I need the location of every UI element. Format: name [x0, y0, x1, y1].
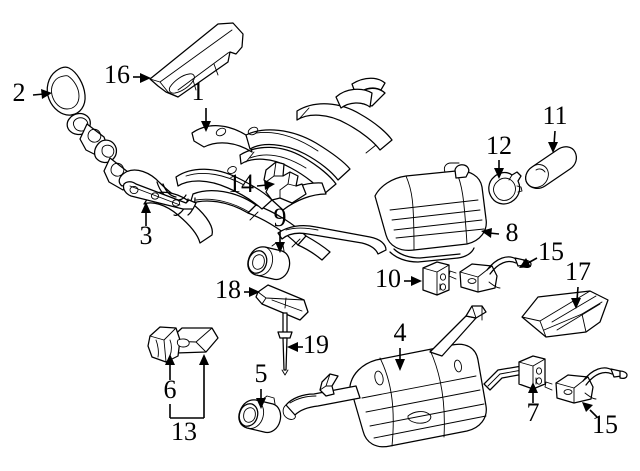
part-lower-heat-shield	[255, 284, 309, 321]
callout-label-16: 16	[104, 60, 130, 89]
callout-3: 3	[140, 202, 153, 250]
callout-label-10: 10	[375, 264, 401, 293]
callout-14: 14	[228, 169, 275, 198]
part-oxygen-sensor-upper	[448, 256, 532, 293]
callout-label-5: 5	[255, 359, 268, 388]
part-exhaust-tip	[525, 146, 577, 190]
callout-label-3: 3	[140, 221, 153, 250]
callout-label-12: 12	[486, 131, 512, 160]
callout-15-upper: 15	[519, 237, 564, 268]
callout-label-4: 4	[394, 318, 407, 347]
callout-5: 5	[255, 359, 268, 409]
part-heat-shield-assembly	[147, 326, 219, 363]
callout-layer: 1 2 3 4	[13, 60, 619, 446]
callout-label-15-upper: 15	[538, 237, 564, 266]
callout-label-8: 8	[506, 218, 519, 247]
callout-label-7: 7	[527, 398, 540, 427]
part-rear-heat-shield	[521, 290, 609, 338]
part-tip-clamp	[488, 171, 523, 205]
callout-label-18: 18	[215, 275, 241, 304]
callout-8: 8	[481, 218, 519, 247]
part-exhaust-clamp-mid	[247, 242, 291, 281]
callout-16: 16	[104, 60, 151, 89]
part-rubber-mount-rear	[518, 355, 546, 390]
callout-4: 4	[394, 318, 407, 371]
callout-label-15-lower: 15	[592, 410, 618, 439]
part-shield-rivet	[277, 312, 293, 376]
part-exhaust-clamp-front	[238, 395, 282, 434]
callout-10: 10	[375, 264, 422, 293]
callout-2: 2	[13, 78, 52, 107]
part-exhaust-manifold-gasket	[46, 66, 86, 116]
callout-13: 13	[169, 354, 209, 446]
part-catalytic-converter-assembly	[66, 77, 393, 261]
callout-11: 11	[542, 101, 568, 153]
callout-label-1: 1	[192, 77, 205, 106]
callout-label-6: 6	[164, 375, 177, 404]
callout-19: 19	[287, 330, 329, 359]
callout-label-11: 11	[542, 101, 567, 130]
part-rear-muffler	[277, 162, 487, 263]
callout-label-2: 2	[13, 78, 26, 107]
callout-1: 1	[192, 77, 211, 132]
callout-15-lower: 15	[582, 402, 618, 439]
callout-label-9: 9	[274, 203, 287, 232]
callout-6: 6	[164, 354, 177, 404]
callout-18: 18	[215, 275, 260, 304]
callout-17: 17	[565, 257, 591, 309]
part-oxygen-sensor-lower	[544, 367, 628, 404]
callout-label-13: 13	[171, 417, 197, 446]
part-upper-heat-shield	[149, 22, 244, 98]
callout-label-19: 19	[303, 330, 329, 359]
callout-label-17: 17	[565, 257, 591, 286]
callout-label-14: 14	[228, 169, 254, 198]
callout-7: 7	[527, 382, 540, 427]
part-bracket-strap	[122, 181, 197, 210]
part-rubber-mount-front	[422, 261, 450, 296]
callout-9: 9	[274, 203, 287, 253]
part-center-muffler	[282, 305, 525, 448]
callout-12: 12	[486, 131, 512, 179]
